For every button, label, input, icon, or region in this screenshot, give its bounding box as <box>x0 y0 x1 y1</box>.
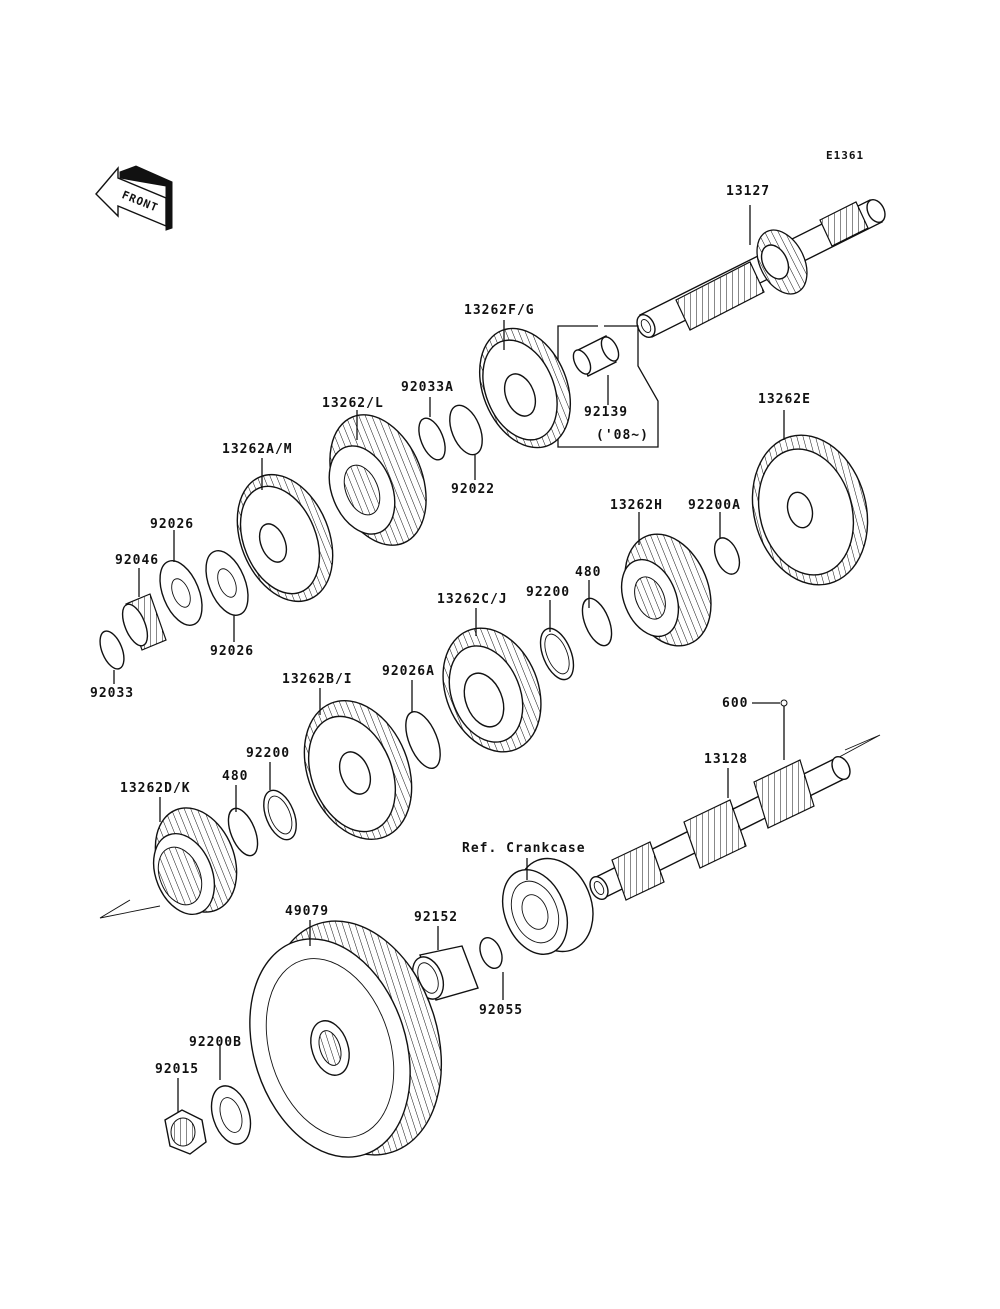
callout-13262H[interactable]: 13262H <box>610 498 663 513</box>
washer-92022 <box>449 404 483 456</box>
o-ring-92055 <box>479 936 503 970</box>
callout-92026A[interactable]: 92026A <box>382 664 435 679</box>
callout-92200B[interactable]: 92200B <box>189 1035 242 1050</box>
callout-92026-bottom[interactable]: 92026 <box>210 644 255 659</box>
callout-13262FG[interactable]: 13262F/G <box>464 303 535 318</box>
circlip-92033A <box>418 417 446 461</box>
gear-13262E <box>751 434 869 586</box>
gear-13262FG <box>478 327 572 449</box>
diagram-id: E1361 <box>826 149 865 162</box>
callout-92152[interactable]: 92152 <box>414 910 459 925</box>
callout-13262DK[interactable]: 13262D/K <box>120 781 191 796</box>
washer-92200A <box>713 537 741 575</box>
bearing-ref-crankcase <box>501 857 594 956</box>
gear-13262L <box>328 414 427 546</box>
washer-92200-b <box>263 789 297 841</box>
washer-92026-b <box>205 550 249 616</box>
circlip-92033 <box>99 630 125 670</box>
callout-92033A[interactable]: 92033A <box>401 380 454 395</box>
gear-13262BI <box>303 699 413 841</box>
needle-bearing-92046 <box>121 593 167 651</box>
lock-washer-92200B <box>210 1085 252 1145</box>
callout-600[interactable]: 600 <box>722 696 749 711</box>
callout-13128[interactable]: 13128 <box>704 752 749 767</box>
callout-13262BI[interactable]: 13262B/I <box>282 672 353 687</box>
callout-92055[interactable]: 92055 <box>479 1003 524 1018</box>
callout-13127[interactable]: 13127 <box>726 184 771 199</box>
callout-92015[interactable]: 92015 <box>155 1062 200 1077</box>
washer-92026-a <box>159 560 203 626</box>
gear-13262H <box>620 533 712 647</box>
circlip-480-a <box>581 597 613 647</box>
callout-92200-bottom[interactable]: 92200 <box>246 746 291 761</box>
washer-92200-a <box>539 627 575 681</box>
main-shaft-13128 <box>589 756 851 901</box>
callout-13262E[interactable]: 13262E <box>758 392 811 407</box>
bushing-92139 <box>557 325 659 448</box>
gear-13262CJ <box>442 627 542 753</box>
front-arrow-icon <box>95 165 173 231</box>
nut-92015 <box>164 1109 207 1155</box>
gear-49079 <box>249 920 443 1158</box>
callout-92200A[interactable]: 92200A <box>688 498 741 513</box>
callout-13262CJ[interactable]: 13262C/J <box>437 592 508 607</box>
callout-480-top[interactable]: 480 <box>575 565 602 580</box>
callout-13262L[interactable]: 13262/L <box>322 396 384 411</box>
callout-ref-crankcase[interactable]: Ref. Crankcase <box>462 841 586 856</box>
output-shaft-13127 <box>636 199 886 338</box>
callout-92046[interactable]: 92046 <box>115 553 160 568</box>
gear-13262AM <box>236 473 334 603</box>
callout-13262AM[interactable]: 13262A/M <box>222 442 293 457</box>
callout-92026-top[interactable]: 92026 <box>150 517 195 532</box>
gear-13262DK <box>152 807 238 916</box>
callout-92022[interactable]: 92022 <box>451 482 496 497</box>
callout-92033[interactable]: 92033 <box>90 686 135 701</box>
callout-92139[interactable]: 92139 <box>584 405 629 420</box>
callout-480-bottom[interactable]: 480 <box>222 769 249 784</box>
callout-92200-top[interactable]: 92200 <box>526 585 571 600</box>
washer-92026A <box>405 710 441 770</box>
circlip-480-b <box>227 807 259 857</box>
callout-49079[interactable]: 49079 <box>285 904 330 919</box>
callout-92139-note: ('08~) <box>596 428 649 443</box>
